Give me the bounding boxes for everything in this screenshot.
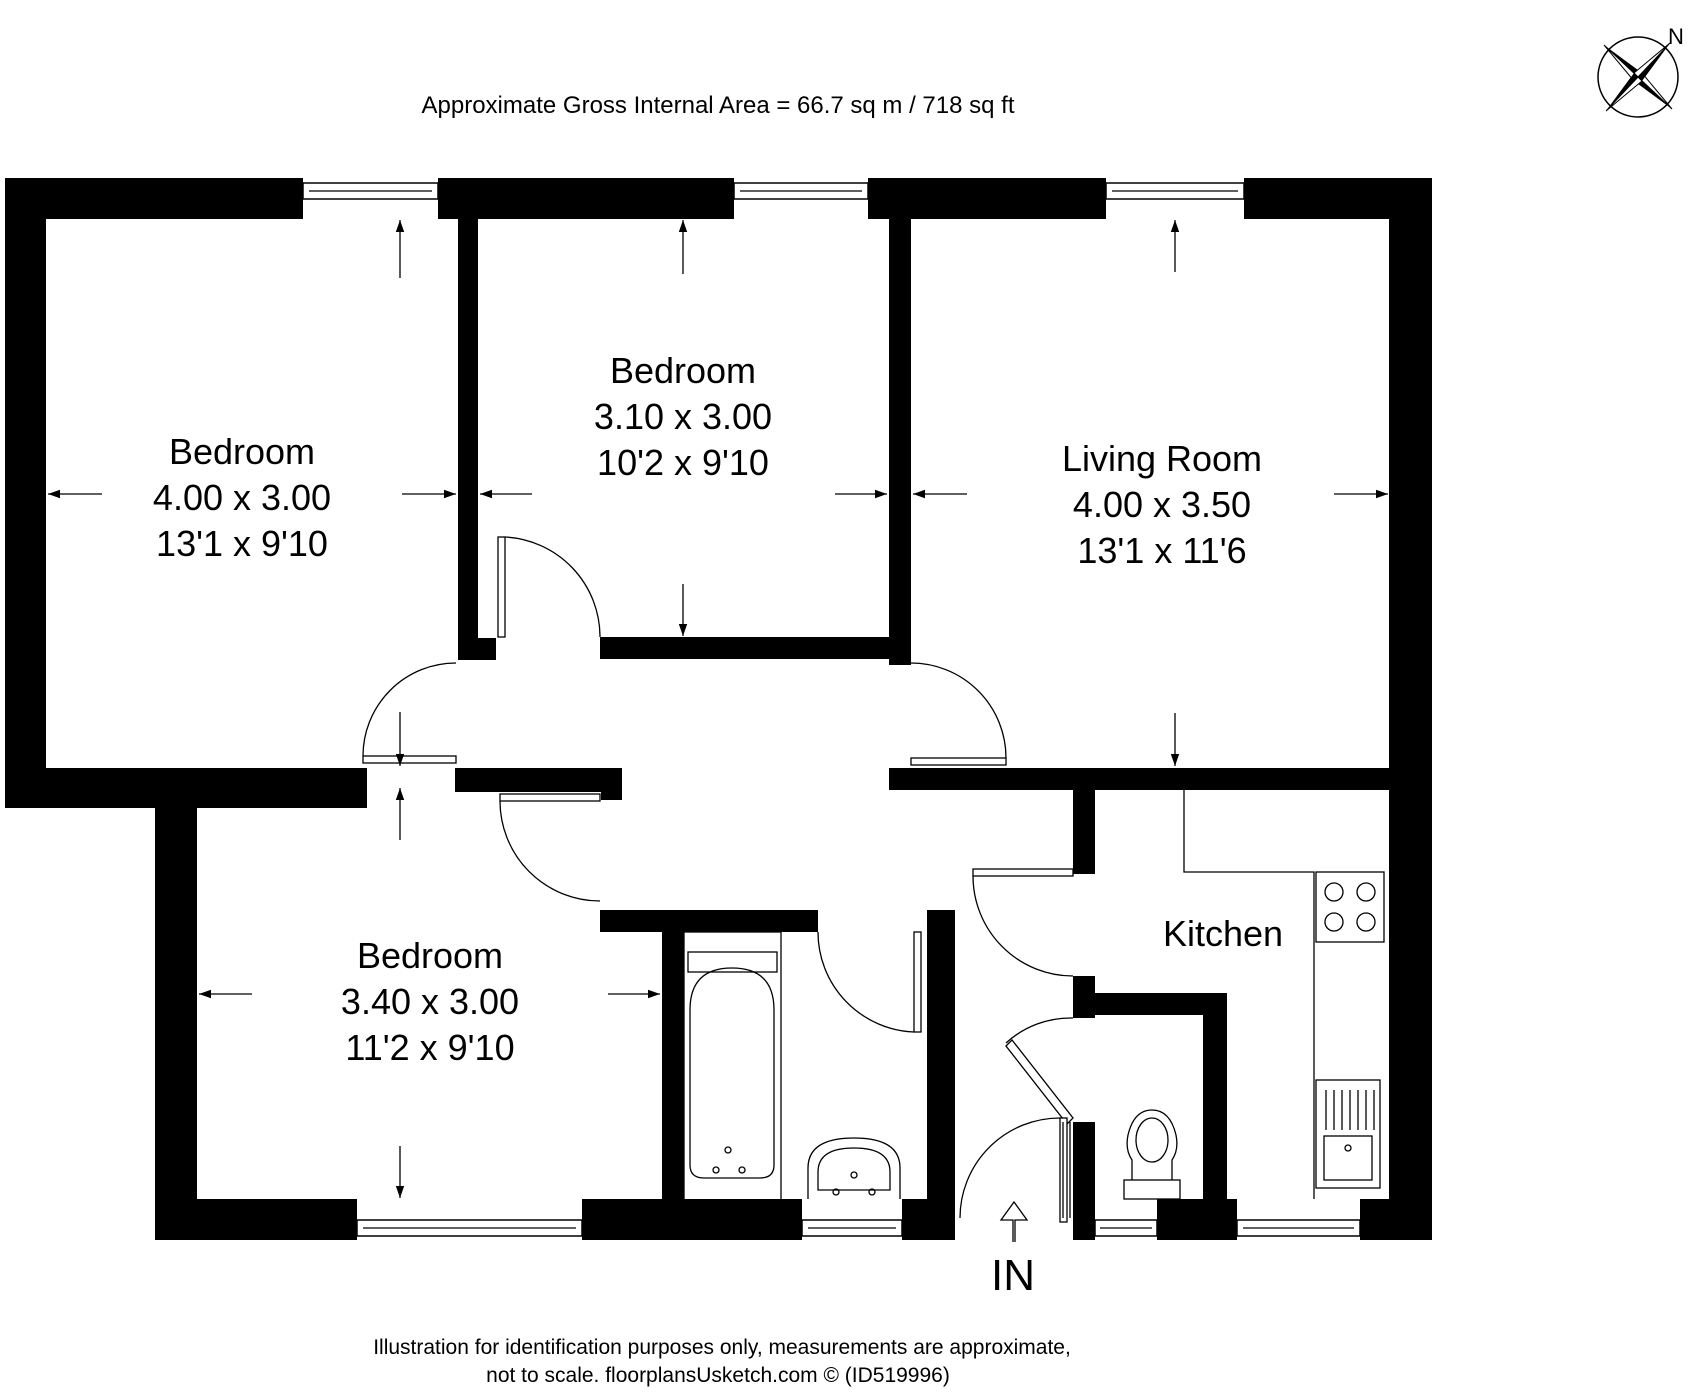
windows [302,182,1361,1237]
living-room-metric: 4.00 x 3.50 [1073,484,1251,525]
compass-rose-icon [1597,36,1679,118]
bedroom-1-imperial: 13'1 x 9'10 [156,523,328,564]
kitchen-counter [1183,790,1315,1199]
wc-window-jamb [1062,1122,1071,1218]
bedroom-3-name: Bedroom [357,935,503,976]
living-room-name: Living Room [1062,438,1262,479]
sink-icon [1315,1079,1381,1189]
toilet-icon [1123,1109,1181,1200]
kitchen-name: Kitchen [1163,913,1283,954]
walls [5,178,1432,1240]
footer-line-1: Illustration for identification purposes… [373,1336,1071,1359]
entrance-arrow-icon [999,1200,1029,1242]
basin-icon [807,1137,901,1199]
bedroom-1-metric: 4.00 x 3.00 [153,477,331,518]
living-room-label: Living Room 4.00 x 3.50 13'1 x 11'6 [1062,438,1262,571]
living-room-imperial: 13'1 x 11'6 [1077,530,1246,571]
bedroom-3-metric: 3.40 x 3.00 [341,981,519,1022]
bedroom-1-name: Bedroom [169,431,315,472]
bedroom-2-name: Bedroom [610,350,756,391]
bedroom-2-label: Bedroom 3.10 x 3.00 10'2 x 9'10 [594,350,772,483]
bedroom-2-imperial: 10'2 x 9'10 [597,442,769,483]
bedroom-2-metric: 3.10 x 3.00 [594,396,772,437]
bedroom-1-label: Bedroom 4.00 x 3.00 13'1 x 9'10 [153,431,331,564]
footer-line-2: not to scale. floorplansUsketch.com © (I… [486,1364,950,1387]
doors [362,536,1074,1223]
hob-icon [1315,871,1385,943]
bath-icon [683,931,782,1201]
dimension-arrows [48,220,1388,1198]
entrance-label: IN [991,1251,1035,1300]
bedroom-3-label: Bedroom 3.40 x 3.00 11'2 x 9'10 [341,935,519,1068]
bedroom-3-imperial: 11'2 x 9'10 [345,1027,514,1068]
gross-area-text: Approximate Gross Internal Area = 66.7 s… [422,92,1015,119]
compass-north-label: N [1668,24,1684,49]
